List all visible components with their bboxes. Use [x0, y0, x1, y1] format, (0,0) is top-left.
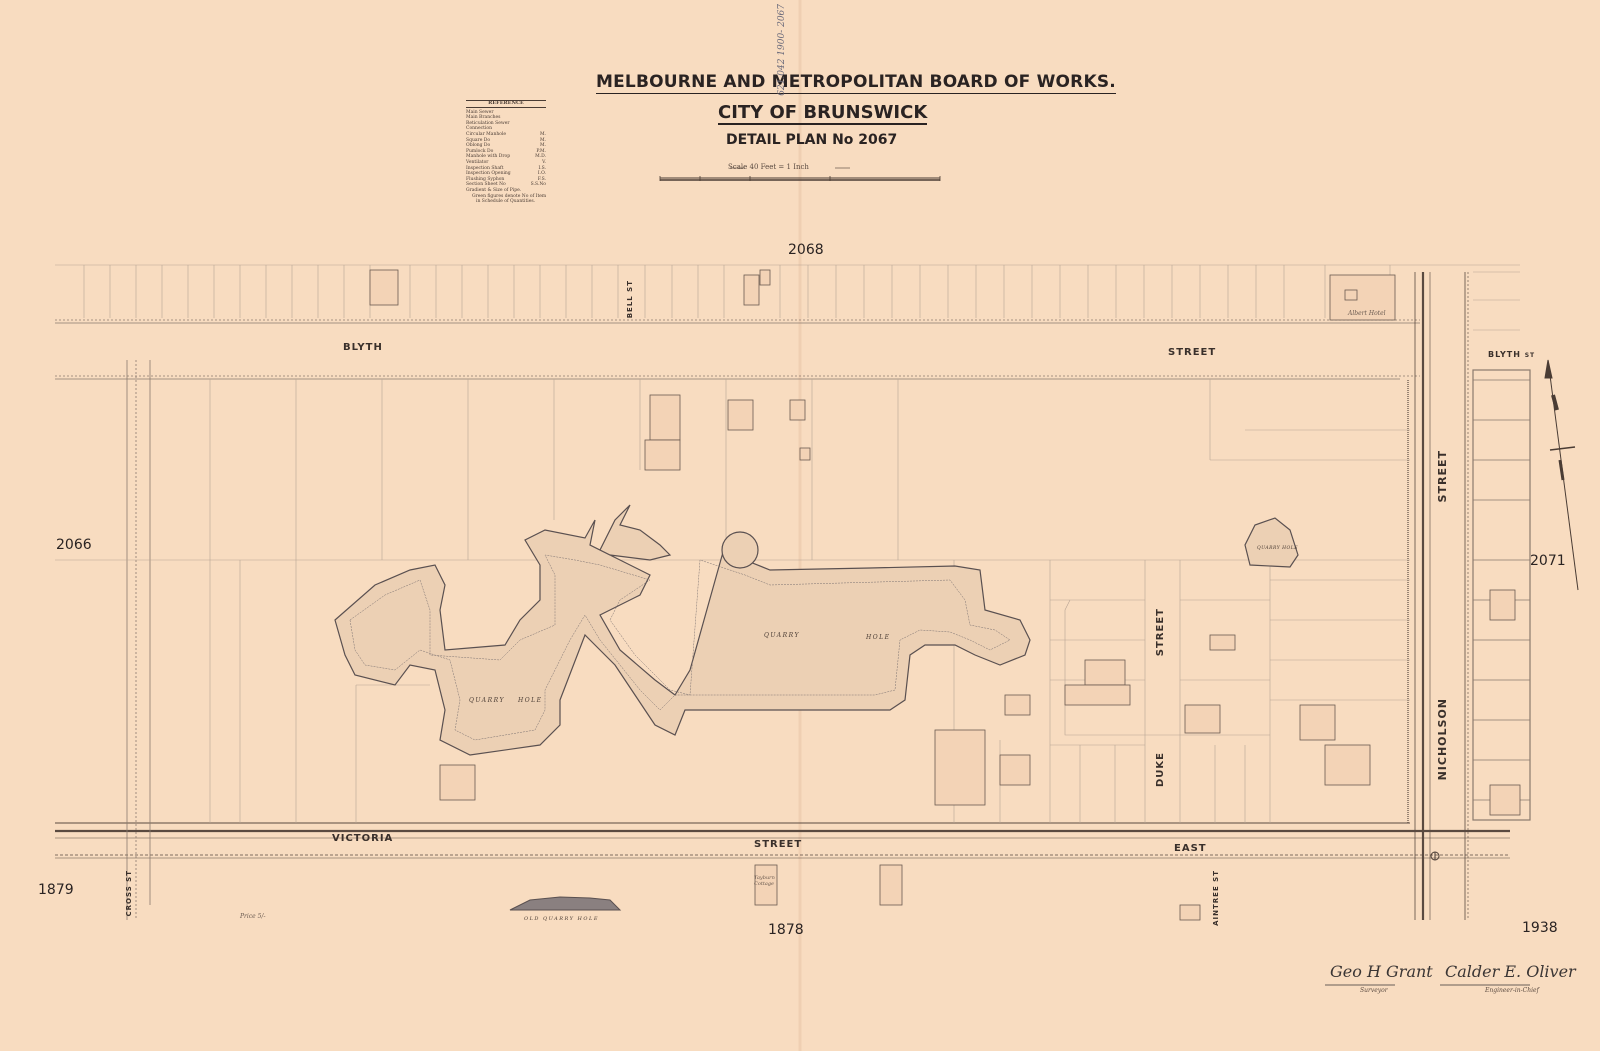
- reference-row: Reticulation Sewer: [466, 120, 510, 126]
- street-label-duke-street: STREET: [1155, 608, 1166, 657]
- adjoining-sheet-east[interactable]: 2071: [1530, 553, 1566, 569]
- reference-note: Gradient & Size of Pipe.: [466, 187, 522, 193]
- street-label-aintree: AINTREE ST: [1212, 870, 1220, 926]
- city-title: CITY OF BRUNSWICK: [718, 102, 928, 125]
- street-label-victoria: VICTORIA: [332, 833, 394, 844]
- quarry-hole-small: [1244, 517, 1299, 568]
- adjoining-sheet-west[interactable]: 2066: [56, 537, 92, 553]
- street-label-nicholson-street: STREET: [1436, 450, 1449, 503]
- engineer-role: Engineer-in-Chief: [1485, 987, 1539, 994]
- quarry-hole-main: [334, 504, 1031, 756]
- quarry-label-west-2: HOLE: [518, 697, 543, 704]
- scale-label: Scale 40 Feet = 1 Inch: [728, 163, 809, 171]
- quarry-label-old: OLD QUARRY HOLE: [524, 916, 599, 922]
- price-label: Price 5/-: [240, 913, 266, 920]
- reference-row: Main Sewer: [466, 109, 494, 115]
- street-label-victoria-street: STREET: [754, 839, 803, 850]
- north-arrow: [1544, 359, 1579, 591]
- reference-row: Main Branches: [466, 115, 501, 121]
- reference-title: REFERENCE: [466, 100, 546, 108]
- adjoining-sheet-southeast[interactable]: 1938: [1522, 920, 1558, 936]
- nicholson-street-lines: [1407, 272, 1469, 920]
- street-label-bell: BELL ST: [626, 280, 634, 319]
- adjoining-sheet-southwest[interactable]: 1879: [38, 882, 74, 898]
- street-label-cross: CROSS ST: [125, 870, 133, 917]
- quarry-label-small: QUARRY HOLE: [1257, 546, 1299, 551]
- engineer-signature: Calder E. Oliver: [1445, 962, 1576, 981]
- adjoining-sheet-north[interactable]: 2068: [788, 242, 824, 258]
- surveyor-signature: Geo H Grant: [1330, 962, 1433, 981]
- street-label-blyth-street: STREET: [1168, 347, 1217, 358]
- reference-note: in Schedule of Quantities.: [476, 199, 536, 205]
- adjoining-sheet-south[interactable]: 1878: [768, 922, 804, 938]
- blyth-street-lines: [55, 319, 1420, 380]
- plan-number: DETAIL PLAN No 2067: [726, 132, 898, 148]
- quarry-label-main-1: QUARRY: [764, 632, 800, 639]
- cross-street-lines: [126, 360, 151, 920]
- reference-row: Connection: [466, 126, 492, 132]
- street-label-duke: DUKE: [1155, 752, 1166, 788]
- quarry-hole-knob: [721, 531, 759, 569]
- archive-note: 621.042 1900- 2067: [777, 4, 787, 96]
- east-lot-lines: [1472, 369, 1531, 821]
- quarry-label-west-1: QUARRY: [469, 697, 505, 704]
- street-label-blyth-east: BLYTH ST: [1488, 350, 1536, 359]
- board-title: MELBOURNE AND METROPOLITAN BOARD OF WORK…: [596, 72, 1116, 94]
- reference-note: Green figures denote No of Item: [472, 193, 547, 199]
- albert-hotel-label: Albert Hotel: [1348, 310, 1386, 317]
- surveyor-role: Surveyor: [1360, 987, 1388, 994]
- street-label-blyth: BLYTH: [343, 342, 383, 353]
- quarry-hole-main-inner: [349, 554, 1011, 741]
- street-label-nicholson: NICHOLSON: [1436, 698, 1449, 781]
- section-marker: [1430, 851, 1440, 861]
- tayburn-cottage-label: Tayburn Cottage: [754, 875, 775, 887]
- reference-legend: REFERENCE Main Sewer Main Branches Retic…: [466, 100, 546, 205]
- victoria-street-lines: [55, 822, 1510, 859]
- old-quarry-hole: [509, 896, 622, 911]
- buildings: [369, 269, 1521, 921]
- scale-bar: [659, 167, 941, 181]
- street-label-victoria-east: EAST: [1174, 843, 1207, 854]
- quarry-label-main-2: HOLE: [866, 634, 891, 641]
